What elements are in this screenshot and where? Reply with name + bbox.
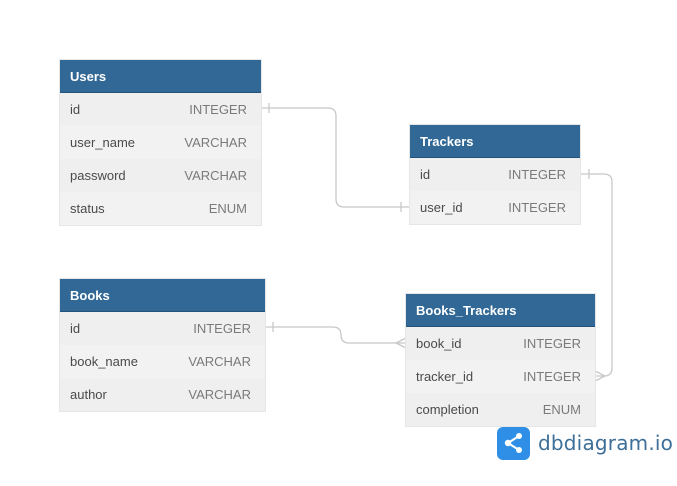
- table-row[interactable]: book_name VARCHAR: [60, 345, 265, 378]
- column-name: status: [70, 201, 105, 216]
- table-books-trackers[interactable]: Books_Trackers book_id INTEGER tracker_i…: [406, 294, 595, 426]
- column-type: INTEGER: [508, 200, 566, 215]
- column-type: VARCHAR: [184, 135, 247, 150]
- table-trackers[interactable]: Trackers id INTEGER user_id INTEGER: [410, 125, 580, 224]
- column-type: VARCHAR: [188, 354, 251, 369]
- column-type: ENUM: [542, 402, 581, 417]
- table-row[interactable]: tracker_id INTEGER: [406, 360, 595, 393]
- column-type: INTEGER: [189, 102, 247, 117]
- table-row[interactable]: user_id INTEGER: [410, 191, 580, 224]
- table-row[interactable]: user_name VARCHAR: [60, 126, 261, 159]
- table-row[interactable]: password VARCHAR: [60, 159, 261, 192]
- table-row[interactable]: id INTEGER: [60, 312, 265, 345]
- column-name: author: [70, 387, 107, 402]
- column-type: INTEGER: [193, 321, 251, 336]
- column-name: password: [70, 168, 126, 183]
- link-books-bookstrackers[interactable]: [265, 326, 406, 344]
- link-trackers-bookstrackers[interactable]: [580, 173, 613, 377]
- link-users-trackers[interactable]: [261, 107, 410, 208]
- column-type: VARCHAR: [188, 387, 251, 402]
- dbdiagram-logo-icon: [497, 426, 530, 460]
- column-type: ENUM: [208, 201, 247, 216]
- column-name: id: [70, 102, 81, 117]
- column-name: id: [70, 321, 81, 336]
- link-many-marker: [394, 337, 407, 349]
- column-name: book_name: [70, 354, 138, 369]
- table-row[interactable]: author VARCHAR: [60, 378, 265, 411]
- column-type: INTEGER: [523, 336, 581, 351]
- table-trackers-header[interactable]: Trackers: [410, 125, 580, 158]
- column-name: user_name: [70, 135, 136, 150]
- column-name: tracker_id: [416, 369, 474, 384]
- column-name: id: [420, 167, 431, 182]
- table-row[interactable]: completion ENUM: [406, 393, 595, 426]
- table-books-header[interactable]: Books: [60, 279, 265, 312]
- link-many-marker: [594, 370, 607, 382]
- table-row[interactable]: id INTEGER: [60, 93, 261, 126]
- column-type: INTEGER: [523, 369, 581, 384]
- column-type: INTEGER: [508, 167, 566, 182]
- column-name: completion: [416, 402, 479, 417]
- table-books-trackers-header[interactable]: Books_Trackers: [406, 294, 595, 327]
- table-books[interactable]: Books id INTEGER book_name VARCHAR autho…: [60, 279, 265, 411]
- column-name: book_id: [416, 336, 462, 351]
- brand-watermark[interactable]: dbdiagram.io: [497, 426, 673, 460]
- column-name: user_id: [420, 200, 463, 215]
- column-type: VARCHAR: [184, 168, 247, 183]
- brand-text: dbdiagram.io: [538, 431, 674, 455]
- table-row[interactable]: status ENUM: [60, 192, 261, 225]
- table-users-header[interactable]: Users: [60, 60, 261, 93]
- table-row[interactable]: book_id INTEGER: [406, 327, 595, 360]
- table-users[interactable]: Users id INTEGER user_name VARCHAR passw…: [60, 60, 261, 225]
- table-row[interactable]: id INTEGER: [410, 158, 580, 191]
